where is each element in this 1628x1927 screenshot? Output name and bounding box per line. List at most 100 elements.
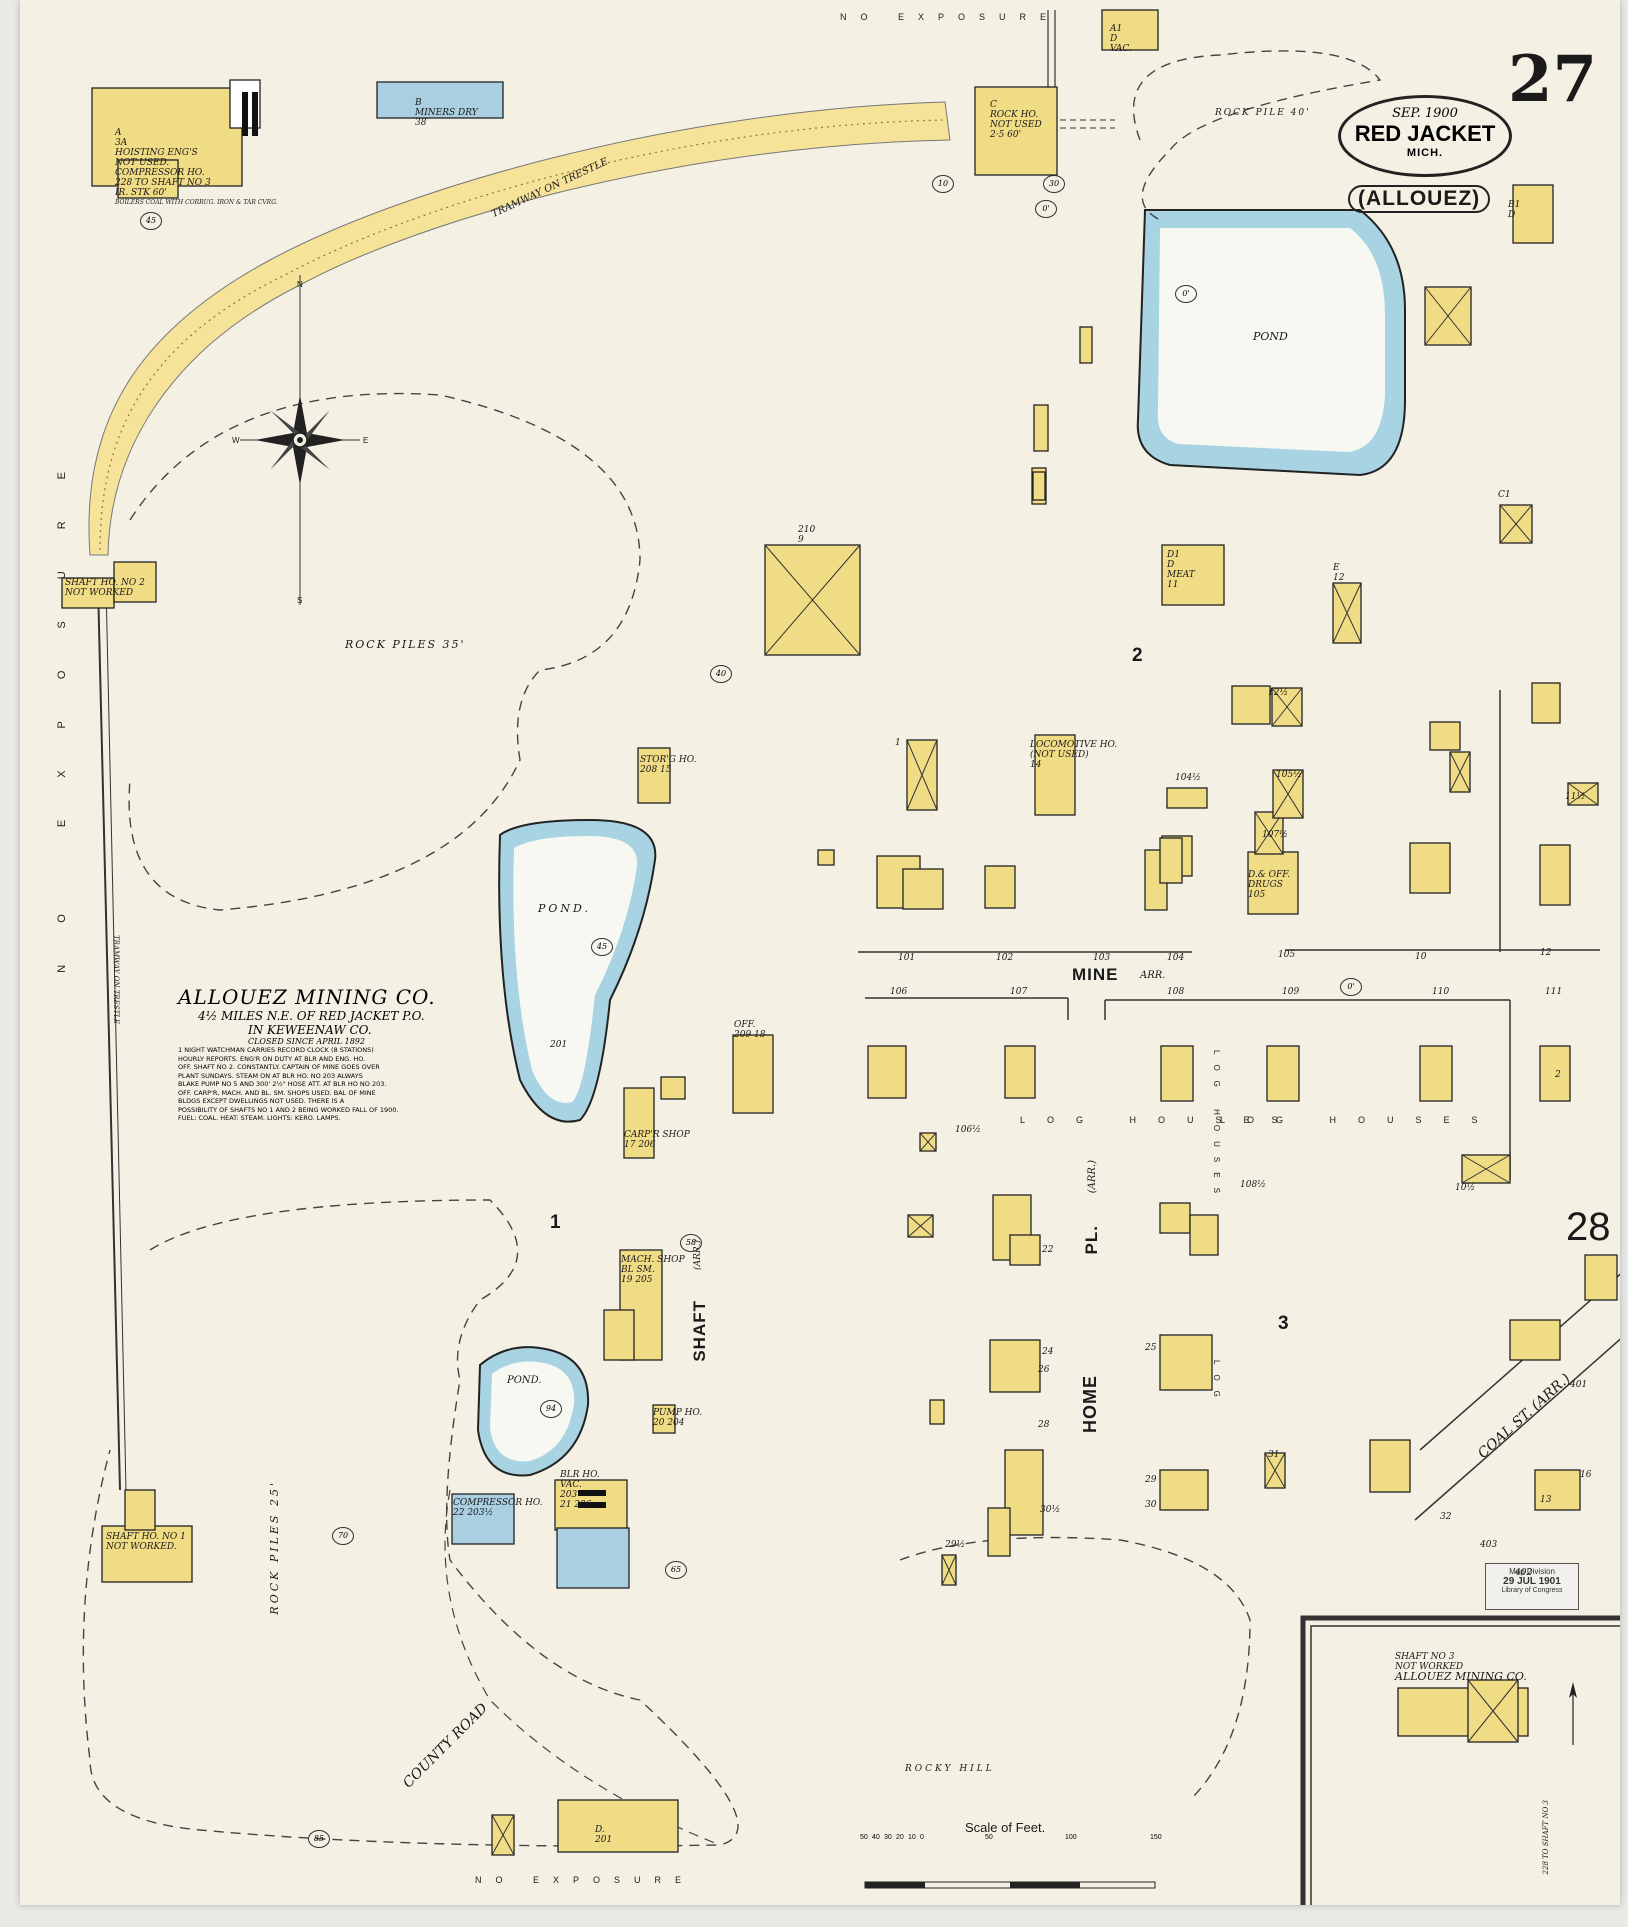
building-footprint (1079, 326, 1093, 364)
building-footprint (376, 81, 504, 119)
compass-n: N (297, 280, 303, 289)
tramway-band (88, 101, 951, 556)
house-number: 12 (1540, 948, 1552, 958)
building-label-dwd: D.201 (595, 1825, 612, 1845)
building-title: LOCOMOTIVE HO. (1030, 740, 1118, 750)
scale-tick-label: 20 (896, 1834, 904, 1841)
elevation-circle: 0' (1035, 200, 1057, 218)
building-footprint (1429, 721, 1461, 751)
building-sub: MEAT (1167, 570, 1195, 580)
building-label: B (415, 98, 422, 108)
house-number: 10½ (1455, 1183, 1476, 1193)
stamp-line-1: Map Division (1509, 1567, 1555, 1576)
company-location: 4½ MILES N.E. OF RED JACKET P.O. (198, 1009, 425, 1023)
building-num: 14 (1030, 760, 1042, 770)
house-number: 1 (895, 738, 901, 748)
house-number: 30 (1145, 1500, 1157, 1510)
scale-tick-label: 50 (985, 1834, 993, 1841)
building-footprint (113, 561, 157, 603)
house-number: 104½ (1175, 773, 1201, 783)
building-footprint (557, 1799, 679, 1853)
building-title: D.& OFF. (1248, 870, 1290, 880)
building-xmark (941, 1554, 957, 1586)
edge-label-bottom: NO EXPOSURE (475, 1875, 696, 1885)
house-number: 102 (996, 953, 1014, 963)
building-footprint (1409, 842, 1451, 894)
building-footprint (1159, 1202, 1191, 1234)
building-num: 9 (798, 535, 804, 545)
house-number: 22 (1042, 1245, 1054, 1255)
building-footprint (61, 577, 115, 609)
building-footprint (603, 1309, 635, 1361)
building-hdr: ALLOUEZ MINING CO. (1395, 1670, 1527, 1683)
house-number: 24 (1042, 1347, 1054, 1357)
building-footprint (1266, 1045, 1300, 1102)
boiler-mark (252, 92, 258, 136)
building-footprint (989, 1339, 1041, 1393)
house-number: 28 (1038, 1420, 1050, 1430)
building-xmark (906, 739, 938, 811)
house-number: 30½ (1040, 1505, 1061, 1515)
building-title: D (1167, 560, 1175, 570)
building-sub: BL SM. (621, 1265, 655, 1275)
house-number: 25 (1145, 1343, 1157, 1353)
log-houses-1: LOG HOUSES (1020, 1115, 1300, 1125)
building-title: SHAFT HO. NO 1 (106, 1532, 186, 1542)
house-number: 104 (1167, 953, 1185, 963)
building-footprint (623, 1087, 655, 1159)
building-hdr: IR. STK 60' (115, 188, 167, 198)
building-footprint (660, 1076, 686, 1100)
building-xmark (1467, 1679, 1519, 1743)
elevation-circle: 45 (140, 212, 162, 230)
left-trestle-b (105, 584, 127, 1491)
building-footprint (1034, 734, 1076, 816)
house-number: 105½ (1276, 770, 1302, 780)
building-label: B1 (1508, 200, 1521, 210)
building-num: 20 204 (653, 1418, 685, 1428)
house-number: 31 (1268, 1450, 1280, 1460)
building-footprint (1160, 1045, 1194, 1102)
company-detail-line: PLANT SUNDAYS. STEAM ON AT BLR HO. NO 20… (178, 1071, 363, 1080)
building-footprint (1369, 1439, 1411, 1493)
inset-frame-inner (1310, 1625, 1620, 1905)
building-note: NOT WORKED (65, 588, 134, 598)
building-label-pump: PUMP HO.20 204 (653, 1408, 702, 1428)
edge-label-left: NO EXPOSURE (56, 430, 68, 973)
building-sub: VAC. (1110, 44, 1132, 54)
house-number: 32 (1440, 1512, 1452, 1522)
building-xmark (1449, 751, 1471, 793)
building-xmark (919, 1132, 937, 1152)
building-footprint (1531, 682, 1561, 724)
building-footprint (652, 1404, 676, 1434)
rocky-hill: ROCKY HILL (905, 1764, 995, 1774)
scale-tick-label: 150 (1150, 1834, 1162, 1841)
coal-street-a (1414, 1338, 1620, 1521)
adjacent-sheet-number: 28 (1566, 1205, 1611, 1249)
street-home: HOME (1080, 1375, 1100, 1433)
building-num: 2·5 60' (990, 130, 1022, 140)
building-note: NOT USED (990, 120, 1042, 130)
boiler-mark (242, 92, 248, 136)
scale-tick-label: 0 (920, 1834, 924, 1841)
building-title: COMPRESSOR HO. (453, 1498, 543, 1508)
house-number: 16 (1580, 1470, 1592, 1480)
building-num: 201 (595, 1835, 613, 1845)
house-number: 29 (1145, 1475, 1157, 1485)
building-footprint (1101, 9, 1159, 51)
map-sheet: SEP. 1900 RED JACKET MICH. 27 28 (ALLOUE… (20, 0, 1620, 1905)
building-footprint (1159, 837, 1183, 884)
building-footprint (1159, 1334, 1213, 1391)
building-label: C1 (1498, 490, 1511, 500)
building-footprint (1419, 1045, 1453, 1102)
building-footprint (451, 1493, 515, 1545)
building-title: STOR'G HO. (640, 755, 697, 765)
building-label: A (115, 128, 122, 138)
building-title: PUMP HO. (653, 1408, 703, 1418)
